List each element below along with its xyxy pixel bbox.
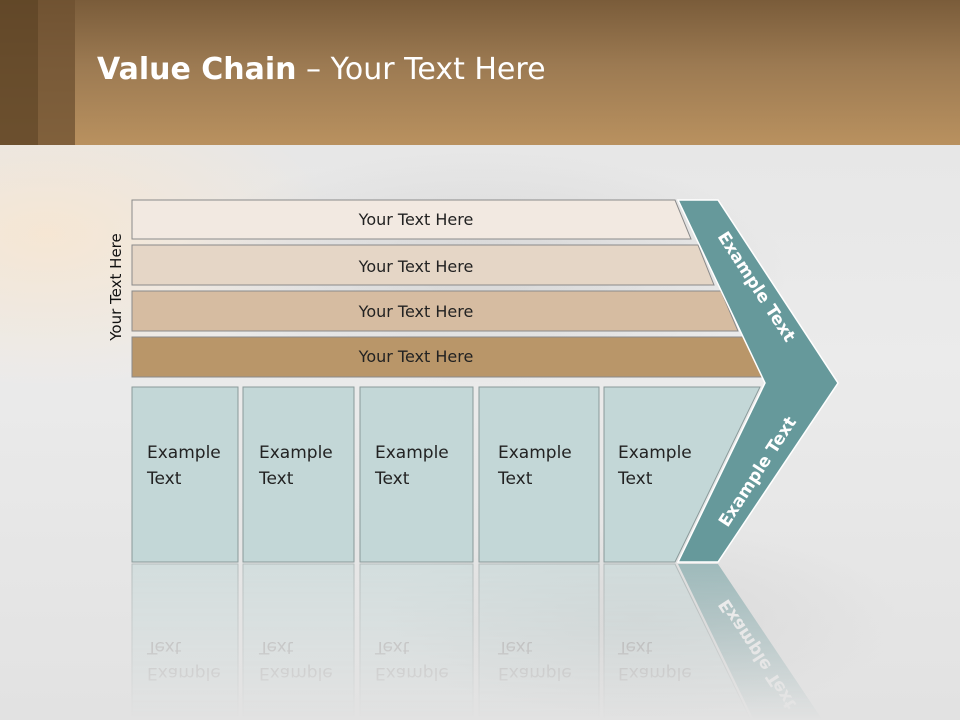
primary-box-2-line1: Example	[259, 443, 333, 463]
chevron-shape	[676, 199, 839, 563]
reflection-box-4-line1: Example	[498, 663, 572, 683]
primary-box-5: Example Text	[603, 386, 761, 563]
title-bold: Value Chain	[97, 52, 297, 87]
support-row-1-label: Your Text Here	[358, 210, 474, 229]
primary-box-4-line1: Example	[498, 443, 572, 463]
primary-box-5-shape	[603, 386, 761, 563]
primary-box-4-shape	[478, 386, 600, 563]
reflection-box-5-line1: Example	[618, 663, 692, 683]
primary-box-1: Example Text	[131, 386, 239, 563]
primary-box-4: Example Text	[478, 386, 600, 563]
reflection-box-5	[603, 563, 752, 720]
reflection-box-4-line2: Text	[497, 637, 533, 657]
support-row-4: Your Text Here	[131, 336, 763, 378]
reflection-box-1-line1: Example	[147, 663, 221, 683]
primary-box-4-line2: Text	[497, 469, 533, 489]
primary-box-2-shape	[242, 386, 355, 563]
reflection-box-3	[359, 563, 474, 720]
primary-box-1-line2: Text	[146, 469, 182, 489]
header-accent-band-inner	[38, 0, 75, 145]
support-row-2-label: Your Text Here	[358, 257, 474, 276]
primary-box-3-line1: Example	[375, 443, 449, 463]
reflection-chevron	[678, 564, 823, 720]
reflection-box-1-line2: Text	[146, 637, 182, 657]
primary-box-1-shape	[131, 386, 239, 563]
primary-box-3-shape	[359, 386, 474, 563]
slide-title: Value Chain – Your Text Here	[97, 52, 546, 87]
support-row-3: Your Text Here	[131, 290, 739, 332]
header-accent-band	[0, 0, 38, 145]
support-row-3-shape	[131, 290, 739, 332]
header-bar: Value Chain – Your Text Here	[0, 0, 960, 145]
reflection-box-2-line2: Text	[258, 637, 294, 657]
support-row-3-label: Your Text Here	[358, 302, 474, 321]
primary-box-5-line2: Text	[617, 469, 653, 489]
primary-box-1-line1: Example	[147, 443, 221, 463]
title-rest: – Your Text Here	[296, 52, 546, 87]
reflection-box-2-line1: Example	[259, 663, 333, 683]
support-row-1-shape	[131, 199, 692, 240]
support-row-1: Your Text Here	[131, 199, 692, 240]
primary-box-3-line2: Text	[374, 469, 410, 489]
primary-box-5-line1: Example	[618, 443, 692, 463]
support-row-2-shape	[131, 244, 715, 286]
reflection-box-3-line2: Text	[374, 637, 410, 657]
support-rows: Your Text Here Your Text Here Your Text …	[131, 199, 763, 378]
reflection-box-3-line1: Example	[375, 663, 449, 683]
reflection-box-2	[242, 563, 355, 720]
reflection-box-1	[131, 563, 239, 720]
primary-box-2: Example Text	[242, 386, 355, 563]
reflection-box-5-line2: Text	[617, 637, 653, 657]
primary-box-3: Example Text	[359, 386, 474, 563]
support-row-2: Your Text Here	[131, 244, 715, 286]
diagram-reflection: Example Text Example Text Example Text E…	[131, 563, 823, 720]
primary-box-2-line2: Text	[258, 469, 294, 489]
support-row-4-label: Your Text Here	[358, 347, 474, 366]
primary-boxes: Example Text Example Text Example Text E…	[131, 386, 761, 563]
reflection-box-4	[478, 563, 600, 720]
